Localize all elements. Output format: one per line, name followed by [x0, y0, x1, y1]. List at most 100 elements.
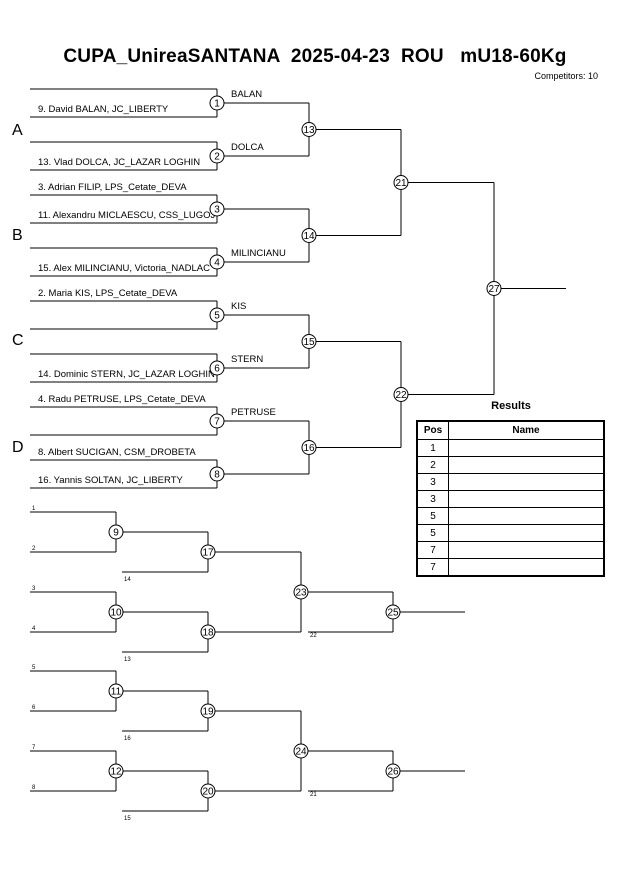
results-name: [448, 558, 605, 577]
slot-ref: 22: [310, 633, 317, 639]
competitor-name: 13. Vlad DOLCA, JC_LAZAR LOGHIN: [38, 157, 200, 168]
results-name: [448, 490, 605, 508]
competitor-name: 3. Adrian FILIP, LPS_Cetate_DEVA: [38, 182, 187, 193]
competitor-name: 14. Dominic STERN, JC_LAZAR LOGHIN: [38, 369, 215, 380]
match-number: 3: [214, 205, 220, 216]
competitor-name: 15. Alex MILINCIANU, Victoria_NADLAC: [38, 263, 210, 274]
match-number: 6: [214, 364, 220, 375]
match-circle: [393, 387, 409, 402]
results-pos: 2: [416, 456, 449, 474]
match-circle: [108, 763, 124, 779]
match-number: 17: [202, 548, 214, 559]
results-pos: 3: [416, 490, 449, 508]
results-row: 5: [416, 524, 605, 542]
slot-ref: 1: [32, 506, 36, 512]
match-circle: [209, 254, 225, 270]
pool-label: C: [12, 332, 24, 349]
slot-ref: 7: [32, 745, 36, 751]
match-number: 20: [202, 787, 214, 798]
match-number: 18: [202, 628, 214, 639]
results-row: 3: [416, 473, 605, 491]
match-circle: [108, 604, 124, 620]
results-pos: 1: [416, 439, 449, 457]
results-row: 5: [416, 507, 605, 525]
match-number: 4: [214, 258, 220, 269]
match-circle: [209, 413, 225, 429]
pool-label: B: [12, 227, 23, 244]
slot-ref: 16: [124, 736, 131, 742]
match-circle: [108, 524, 124, 540]
results-row: 7: [416, 541, 605, 559]
match-circle: [209, 95, 225, 111]
winner-name: BALAN: [231, 89, 262, 100]
match-circle: [486, 281, 502, 296]
match-number: 1: [214, 99, 220, 110]
pool-label: D: [12, 439, 24, 456]
slot-ref: 6: [32, 705, 36, 711]
winner-name: PETRUSE: [231, 407, 276, 418]
competitor-name: 4. Radu PETRUSE, LPS_Cetate_DEVA: [38, 394, 206, 405]
results-name-header: Name: [448, 420, 605, 440]
match-number: 24: [295, 747, 307, 758]
competitor-name: 11. Alexandru MICLAESCU, CSS_LUGOJ: [38, 210, 215, 221]
match-number: 26: [387, 767, 399, 778]
results-pos: 7: [416, 541, 449, 559]
competitor-name: 2. Maria KIS, LPS_Cetate_DEVA: [38, 288, 178, 299]
winner-name: DOLCA: [231, 142, 264, 153]
match-circle: [200, 783, 216, 799]
match-number: 22: [395, 390, 407, 401]
match-circle: [200, 703, 216, 719]
slot-ref: 4: [32, 626, 36, 632]
match-number: 19: [202, 707, 214, 718]
match-circle: [209, 307, 225, 323]
results-row: 1: [416, 439, 605, 457]
results-name: [448, 456, 605, 474]
results-row: 7: [416, 558, 605, 577]
pool-label: A: [12, 122, 23, 139]
winner-name: KIS: [231, 301, 246, 312]
match-circle: [301, 228, 317, 243]
results-header-row: Pos Name: [416, 420, 605, 440]
match-number: 27: [488, 284, 500, 295]
results-pos: 7: [416, 558, 449, 577]
slot-ref: 8: [32, 785, 36, 791]
match-number: 5: [214, 311, 220, 322]
match-number: 12: [110, 767, 122, 778]
match-circle: [301, 122, 317, 137]
results-name: [448, 507, 605, 525]
slot-ref: 3: [32, 586, 36, 592]
winner-name: MILINCIANU: [231, 248, 286, 259]
match-circle: [301, 334, 317, 349]
match-number: 16: [303, 443, 315, 454]
match-circle: [209, 201, 225, 217]
competitor-name: 9. David BALAN, JC_LIBERTY: [38, 104, 169, 115]
match-number: 2: [214, 152, 220, 163]
match-number: 14: [303, 231, 315, 242]
match-number: 21: [395, 178, 407, 189]
match-circle: [108, 683, 124, 699]
results-pos: 3: [416, 473, 449, 491]
match-circle: [209, 466, 225, 482]
competitor-name: 16. Yannis SOLTAN, JC_LIBERTY: [38, 475, 184, 486]
page-title: CUPA_UnireaSANTANA 2025-04-23 ROU mU18-6…: [63, 46, 567, 67]
competitor-name: 8. Albert SUCIGAN, CSM_DROBETA: [38, 447, 196, 458]
results-row: 2: [416, 456, 605, 474]
match-number: 23: [295, 588, 307, 599]
match-number: 7: [214, 417, 220, 428]
match-circle: [293, 743, 309, 759]
slot-ref: 14: [124, 577, 131, 583]
match-number: 9: [113, 528, 119, 539]
slot-ref: 5: [32, 665, 36, 671]
match-circle: [200, 624, 216, 640]
match-number: 15: [303, 337, 315, 348]
match-number: 25: [387, 608, 399, 619]
slot-ref: 15: [124, 816, 131, 822]
match-circle: [200, 544, 216, 560]
competitors-count: Competitors: 10: [534, 71, 598, 81]
results-name: [448, 439, 605, 457]
slot-ref: 13: [124, 657, 131, 663]
match-circle: [385, 763, 401, 779]
match-circle: [393, 175, 409, 190]
results-name: [448, 473, 605, 491]
